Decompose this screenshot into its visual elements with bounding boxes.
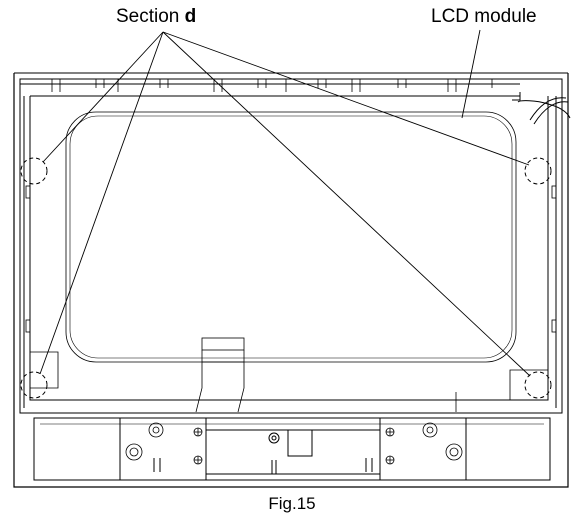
corner-brackets xyxy=(25,185,557,412)
figure-caption: Fig.15 xyxy=(268,494,316,513)
section-letter: d xyxy=(184,6,197,27)
section-leader-lines xyxy=(39,31,531,377)
base-assembly xyxy=(33,417,551,481)
lcd-module-panel xyxy=(29,95,549,401)
section-d-marker-bottom-left xyxy=(20,371,48,399)
lcd-module-leader-line xyxy=(461,29,481,119)
section-d-marker-top-left xyxy=(20,157,48,185)
section-d-label: Section d xyxy=(116,6,196,28)
section-d-markers xyxy=(20,157,552,399)
flex-connector xyxy=(195,337,245,413)
outer-frame xyxy=(13,72,569,488)
section-d-marker-top-right xyxy=(524,157,552,185)
section-d-marker-bottom-right xyxy=(524,371,552,399)
lcd-module-label: LCD module xyxy=(431,6,537,27)
top-tabs xyxy=(51,79,493,92)
cable xyxy=(512,92,571,125)
section-prefix: Section xyxy=(116,6,180,27)
base-screws xyxy=(125,422,463,465)
